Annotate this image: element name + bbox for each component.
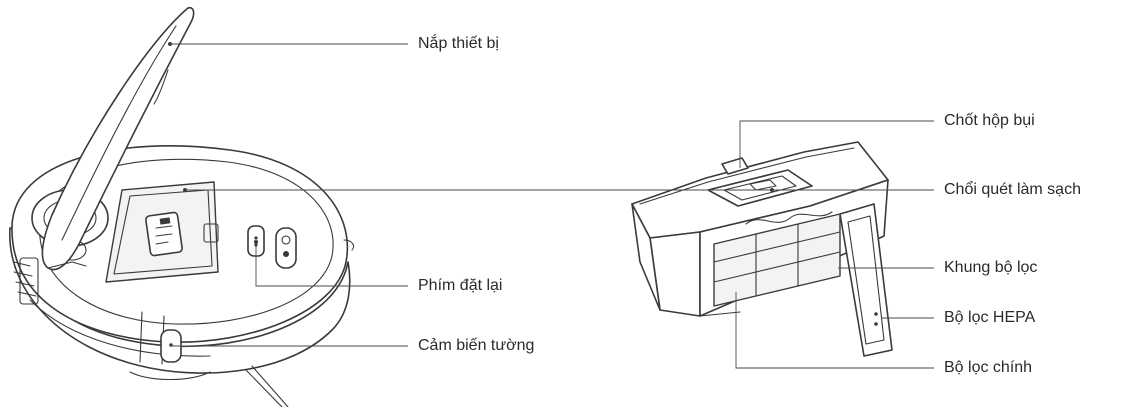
label-dustbin-latch: Chốt hộp bụi — [944, 112, 1035, 129]
label-device-lid: Nắp thiết bị — [418, 35, 499, 52]
dustbin — [631, 141, 893, 357]
device-lid-shape — [41, 6, 195, 271]
robot-vacuum — [9, 6, 355, 407]
label-reset-key: Phím đặt lại — [418, 277, 503, 294]
label-hepa-filter: Bộ lọc HEPA — [944, 309, 1036, 326]
label-cleaning-brush: Chổi quét làm sạch — [944, 181, 1081, 198]
label-wall-sensor: Cảm biến tường — [418, 337, 535, 354]
label-filter-frame: Khung bộ lọc — [944, 259, 1038, 276]
label-main-filter: Bộ lọc chính — [944, 359, 1033, 376]
leader-lines — [168, 42, 934, 369]
